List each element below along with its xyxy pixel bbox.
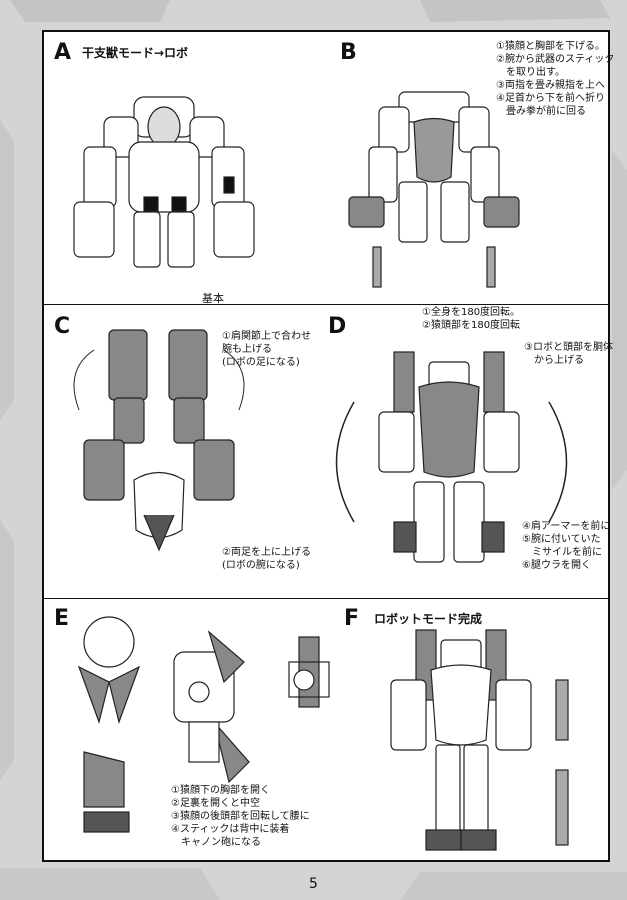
section-d-note4-line2: ⑤腕に付いていた <box>522 534 601 545</box>
section-d-note4-line3: ミサイルを前に <box>522 547 602 558</box>
divider-mid <box>44 598 608 599</box>
section-b-step-6: 畳み拳が前に回る <box>496 106 586 117</box>
section-b-step-2: ②腕から武器のスティック <box>496 54 615 65</box>
section-a-title: 干支獣モード→ロボ <box>82 46 189 60</box>
section-e-step-5: キャノン砲になる <box>171 837 261 848</box>
instruction-panel: A 干支獣モード→ロボ 基本 B ①猿顔と胸部を下げる。 <box>42 30 614 862</box>
section-b-step-4: ③両指を畳み親指を上へ <box>496 80 605 91</box>
section-f-letter: F <box>344 606 360 631</box>
section-c-note1-line2: 腕も上げる <box>222 344 272 355</box>
section-c-letter: C <box>54 314 71 339</box>
gorilla-beast-mode-illustration <box>73 96 255 268</box>
section-d-note3-line2: から上げる <box>534 355 584 366</box>
section-b-step-5: ④足首から下を前へ折り <box>496 93 605 104</box>
section-b-step-1: ①猿顔と胸部を下げる。 <box>496 41 605 52</box>
page-number: 5 <box>309 876 318 892</box>
section-c-note2-line1: ②両足を上に上げる <box>222 547 311 558</box>
step-d-illustration <box>335 351 568 563</box>
section-d-top-step-1: ①全身を180度回転。 <box>422 307 521 318</box>
step-b-illustration <box>348 91 520 288</box>
section-f-title: ロボットモード完成 <box>374 612 483 626</box>
section-e-step-4: ④スティックは背中に装着 <box>171 824 290 835</box>
divider-top <box>44 304 608 305</box>
step-e-illustration <box>77 616 330 833</box>
section-c-note1-line3: (ロボの足になる) <box>222 357 300 368</box>
section-a-letter: A <box>54 40 72 65</box>
section-c-note2-line2: (ロボの腕になる) <box>222 560 300 571</box>
section-d-note4-line4: ⑥腿ウラを開く <box>522 560 591 571</box>
section-e-letter: E <box>54 606 70 631</box>
section-d-note4-line1: ④肩アーマーを前に <box>522 521 611 532</box>
robot-mode-complete-illustration <box>390 629 569 851</box>
section-d-note3-line1: ③ロボと頭部を胴体 <box>524 342 613 353</box>
section-d-top-step-2: ②猿頭部を180度回転 <box>422 320 521 331</box>
section-c-note1-line1: ①肩関節上で合わせ <box>222 331 311 342</box>
step-c-illustration <box>73 329 245 552</box>
section-a-caption: 基本 <box>202 292 224 305</box>
section-e-step-2: ②足裏を開くと中空 <box>171 798 260 809</box>
section-e-step-3: ③猿顔の後頭部を回転して腰に <box>171 811 310 822</box>
section-d-letter: D <box>328 314 347 339</box>
section-e-step-1: ①猿顔下の胸部を開く <box>171 785 270 796</box>
section-b-letter: B <box>340 40 357 65</box>
section-b-step-3: を取り出す。 <box>496 67 565 78</box>
